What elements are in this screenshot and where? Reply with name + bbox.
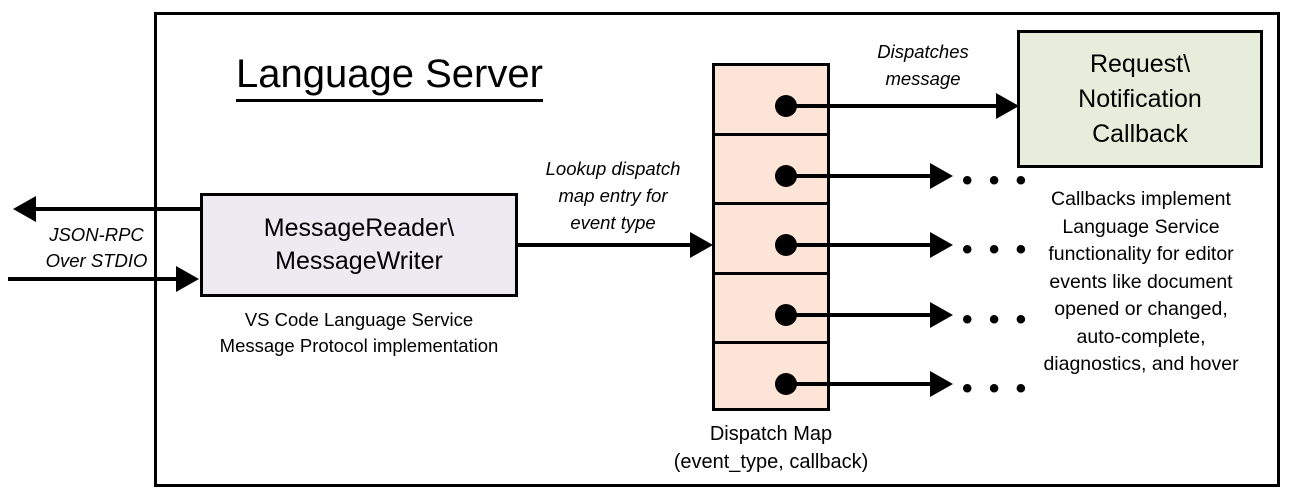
message-box-line2: MessageWriter bbox=[275, 247, 443, 275]
dispatch-row-5-ellipsis: • • • bbox=[962, 372, 1031, 405]
dispatch-caption-line2: (event_type, callback) bbox=[673, 451, 869, 473]
dispatch-entry-dot bbox=[775, 165, 797, 187]
dispatch-label-line2: message bbox=[885, 68, 961, 89]
lookup-label-line1: Lookup dispatch bbox=[545, 158, 681, 179]
lookup-label-line2: map entry for bbox=[558, 185, 668, 206]
callback-box-line2: Notification bbox=[1078, 84, 1202, 113]
dispatch-row-3-edge-line bbox=[793, 243, 933, 247]
dispatch-map-row[interactable] bbox=[715, 344, 827, 414]
inbound-jsonrpc-arrowhead bbox=[176, 266, 199, 292]
lookup-edge-label: Lookup dispatch map entry for event type bbox=[518, 155, 708, 236]
dispatch-row-2-arrowhead bbox=[930, 163, 953, 189]
dispatch-entry-dot bbox=[775, 373, 797, 395]
dispatch-row-1-arrowhead bbox=[996, 93, 1019, 119]
callback-caption-line3: functionality for editor bbox=[1048, 243, 1234, 265]
dispatch-caption-line1: Dispatch Map bbox=[709, 423, 833, 445]
dispatch-map-table[interactable] bbox=[712, 63, 830, 411]
callback-box-line3: Callback bbox=[1092, 119, 1188, 148]
callback-caption-line1: Callbacks implement bbox=[1051, 188, 1231, 210]
dispatch-row-1-edge-line bbox=[793, 104, 1015, 108]
lookup-label-line3: event type bbox=[570, 212, 656, 233]
request-notification-callback-box[interactable]: Request\ Notification Callback bbox=[1017, 30, 1263, 168]
callback-caption-line2: Language Service bbox=[1062, 215, 1220, 238]
dispatch-row-2-ellipsis: • • • bbox=[962, 164, 1031, 197]
dispatch-map-row[interactable] bbox=[715, 205, 827, 275]
callback-caption-line5: opened or changed, bbox=[1054, 298, 1228, 320]
jsonrpc-label-line2: Over STDIO bbox=[45, 250, 148, 271]
callback-caption-line6: auto-complete, bbox=[1076, 325, 1206, 348]
jsonrpc-label-line1: JSON-RPC bbox=[49, 224, 144, 245]
dispatch-map-row[interactable] bbox=[715, 136, 827, 206]
callback-box-line1: Request\ bbox=[1089, 49, 1191, 78]
dispatch-entry-dot bbox=[775, 304, 797, 326]
dispatch-row-4-edge-line bbox=[793, 313, 933, 317]
dispatch-map-caption: Dispatch Map (event_type, callback) bbox=[640, 420, 902, 476]
dispatch-row-4-arrowhead bbox=[930, 302, 953, 328]
outbound-jsonrpc-line bbox=[36, 207, 202, 211]
dispatch-row-2-edge-line bbox=[793, 174, 933, 178]
message-caption-line2: Message Protocol implementation bbox=[219, 335, 499, 356]
dispatch-map-row[interactable] bbox=[715, 66, 827, 136]
dispatch-row-5-edge-line bbox=[793, 382, 933, 386]
inbound-jsonrpc-line bbox=[8, 277, 176, 281]
dispatch-row-3-arrowhead bbox=[930, 232, 953, 258]
dispatch-row-5-arrowhead bbox=[930, 371, 953, 397]
lookup-edge-arrowhead bbox=[690, 232, 713, 258]
dispatch-map-row[interactable] bbox=[715, 275, 827, 345]
page-title: Language Server bbox=[236, 50, 543, 102]
dispatch-edge-label: Dispatches message bbox=[833, 38, 1013, 92]
message-box-line1: MessageReader\ bbox=[263, 214, 455, 242]
dispatch-entry-dot bbox=[775, 95, 797, 117]
message-caption-line1: VS Code Language Service bbox=[244, 309, 474, 330]
outbound-jsonrpc-arrowhead bbox=[13, 196, 36, 222]
dispatch-entry-dot bbox=[775, 234, 797, 256]
callback-box-caption: Callbacks implement Language Service fun… bbox=[1010, 186, 1272, 379]
callback-caption-line7: diagnostics, and hover bbox=[1043, 353, 1239, 375]
jsonrpc-protocol-label: JSON-RPC Over STDIO bbox=[34, 222, 159, 274]
dispatch-label-line1: Dispatches bbox=[877, 41, 969, 62]
language-server-container bbox=[154, 12, 1280, 487]
lookup-edge-line bbox=[518, 243, 693, 247]
message-reader-writer-box[interactable]: MessageReader\ MessageWriter bbox=[200, 193, 518, 297]
message-box-caption: VS Code Language Service Message Protoco… bbox=[196, 307, 522, 359]
callback-caption-line4: events like document bbox=[1049, 270, 1233, 293]
